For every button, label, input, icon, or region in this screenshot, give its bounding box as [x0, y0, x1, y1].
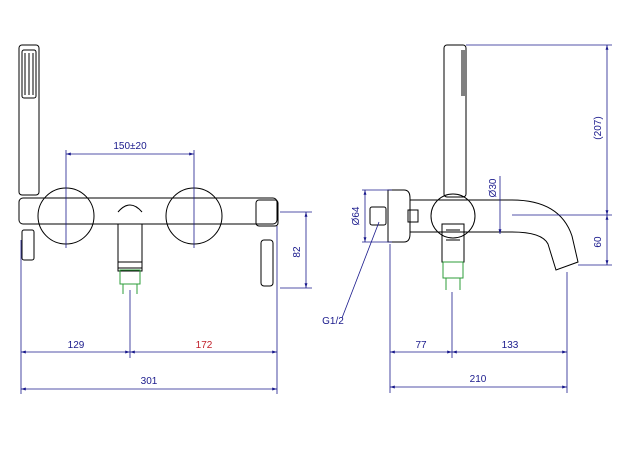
dim-label-spout-drop: 60: [593, 236, 604, 248]
dimension-flange-diameter: Ø64: [351, 189, 392, 243]
thread-callout: G1/2: [322, 221, 380, 327]
dimension-outlet-diameter: Ø30: [488, 176, 502, 234]
dimension-total-width: 301: [21, 376, 277, 391]
dim-label-inlet-offset: 77: [415, 340, 427, 351]
mixer-body-front: [18, 187, 279, 287]
dimension-total-depth: 210: [390, 374, 567, 389]
dimension-center-spacing: 150±20: [65, 141, 195, 248]
mixer-body-side: [407, 193, 512, 263]
wall-flange-side: [369, 189, 411, 243]
inlet-thread-marker-front: [119, 269, 141, 294]
dim-label-spout-reach: 133: [502, 340, 519, 351]
dim-label-total-width: 301: [141, 376, 158, 387]
front-view: 150±20 82 129 172 301: [18, 44, 312, 394]
dim-label-center-spacing: 150±20: [113, 141, 147, 152]
hand-shower-front: [18, 44, 40, 196]
side-view: Ø30 Ø64 G1/2 (207) 60: [322, 44, 612, 393]
dimension-vertical-side: (207) 60: [466, 44, 612, 266]
dimension-horizontal-side: 77 133: [389, 244, 568, 393]
thread-size-label: G1/2: [322, 316, 344, 327]
dimension-horizontal-split: 129 172: [20, 226, 278, 394]
dim-label-left: 129: [68, 340, 85, 351]
dim-label-flange-diameter: Ø64: [351, 206, 362, 225]
dim-label-right: 172: [196, 340, 213, 351]
dimension-height: 82: [280, 211, 312, 289]
dim-label-total-depth: 210: [470, 374, 487, 385]
hand-shower-side: [443, 44, 467, 198]
dim-label-outlet-diameter: Ø30: [488, 178, 499, 197]
spout-side: [511, 199, 579, 271]
inlet-thread-marker-side: [442, 261, 464, 290]
dim-label-handshower-height: (207): [593, 116, 604, 139]
dim-label-height: 82: [292, 246, 303, 258]
